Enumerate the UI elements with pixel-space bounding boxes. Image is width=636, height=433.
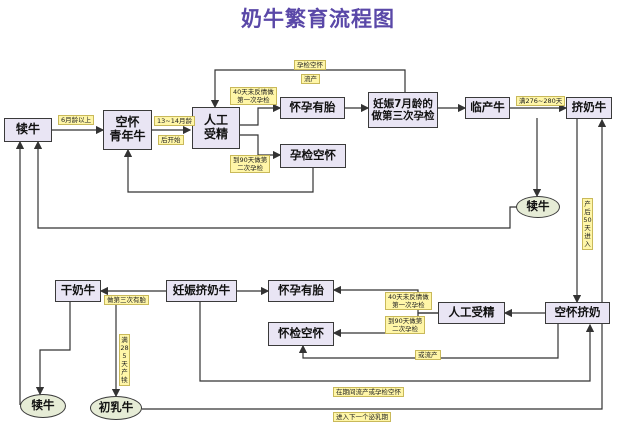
label-age-13-14: 13~14月龄 xyxy=(154,116,195,126)
node-pregnant-bottom: 怀孕有胎 xyxy=(268,280,334,302)
label-next-cycle: 进入下一个泌乳期 xyxy=(333,412,391,422)
node-colostrum: 初乳牛 xyxy=(90,396,142,420)
node-open-check-top: 孕检空怀 xyxy=(280,144,346,168)
node-open-check-bottom: 怀检空怀 xyxy=(268,322,334,346)
label-preg-check-open-top: 孕检空怀 xyxy=(294,60,326,70)
node-milking: 挤奶牛 xyxy=(566,97,612,119)
label-mid-term: 在期间流产或孕检空怀 xyxy=(333,387,404,397)
edge-ai-to-pregnant xyxy=(240,103,282,126)
edge-ai-to-opencheck xyxy=(240,134,282,160)
label-six-months: 6月龄以上 xyxy=(58,115,95,125)
label-first-check-b: 40天未反情做 第一次孕检 xyxy=(385,292,432,310)
node-open-milking: 空怀挤奶 xyxy=(545,302,610,324)
label-abortion-bottom: 或流产 xyxy=(415,350,441,360)
edge-colostrum-to-milking xyxy=(142,118,607,410)
label-after-start: 后开始 xyxy=(158,135,184,145)
node-preg-milking: 妊娠挤奶牛 xyxy=(166,280,237,302)
edge-pregmilking-to-openmilking xyxy=(199,302,595,382)
edge-third-back-to-ai xyxy=(210,69,406,109)
node-ai-bottom: 人工受精 xyxy=(438,302,505,324)
node-third-check: 妊娠7月龄的 做第三次孕检 xyxy=(368,92,438,128)
label-dry-285: 满285天产犊 xyxy=(119,334,130,386)
node-open-heifer: 空怀 青年牛 xyxy=(103,110,152,150)
label-days-276-280: 满276~280天 xyxy=(516,96,566,106)
node-dry: 干奶牛 xyxy=(55,280,101,302)
node-ai-top: 人工 受精 xyxy=(192,107,240,149)
edge-dry-to-calfbottom xyxy=(35,302,71,396)
label-second-check: 到90天做第 二次孕检 xyxy=(230,155,271,173)
label-second-check-b: 到90天做第 二次孕检 xyxy=(385,316,426,334)
node-calf-bottom: 犊牛 xyxy=(20,394,66,418)
node-calf-mid: 犊牛 xyxy=(516,196,560,218)
label-abortion-top: 流产 xyxy=(301,74,320,84)
edge-opencheck-to-heifer xyxy=(123,148,314,193)
node-calf-left: 犊牛 xyxy=(4,118,52,142)
page-title: 奶牛繁育流程图 xyxy=(241,7,395,31)
edge-calfmid-to-calfleft xyxy=(33,140,520,229)
label-third-check-bottom: 做第三次有胎 xyxy=(104,295,149,305)
label-postpartum-50: 产后50天进入 xyxy=(582,198,593,250)
node-pregnant-top: 怀孕有胎 xyxy=(280,97,345,119)
node-pre-calving: 临产牛 xyxy=(465,97,510,119)
label-first-check: 40天未反情做 第一次孕检 xyxy=(230,87,277,105)
